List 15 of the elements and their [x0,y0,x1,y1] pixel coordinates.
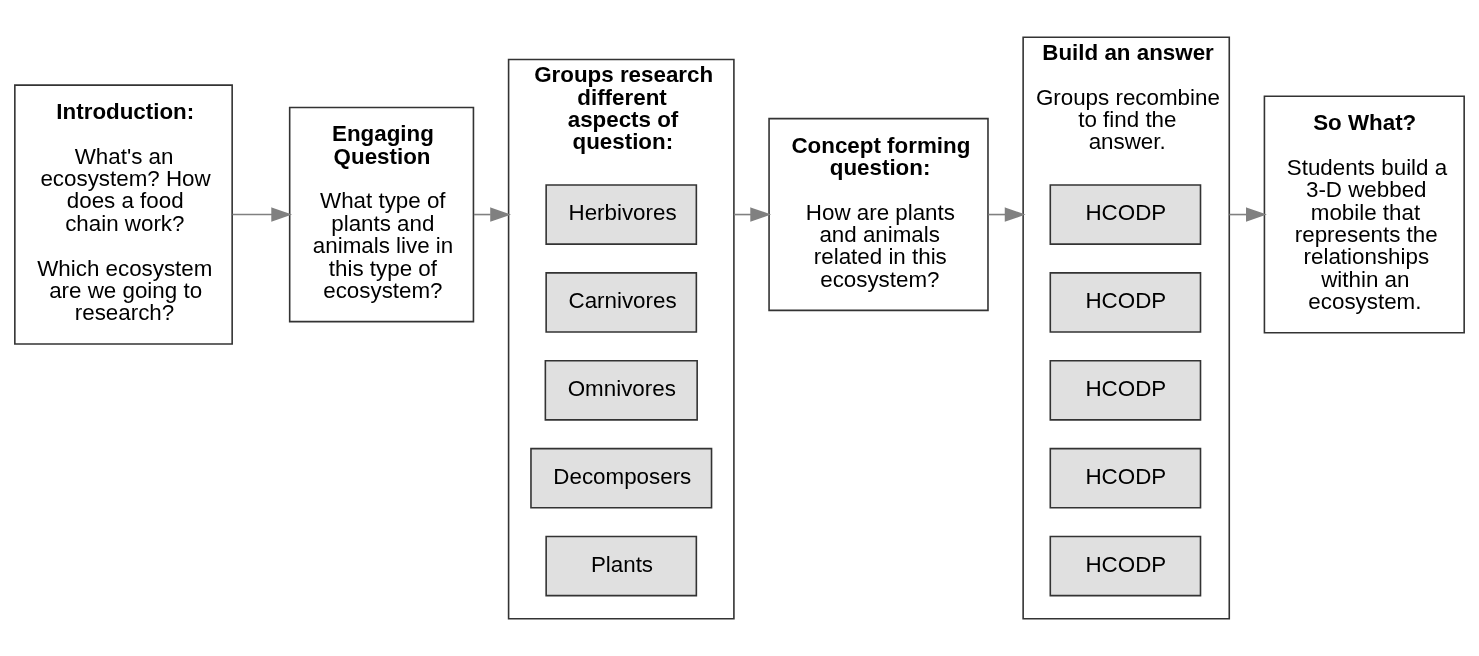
node-box: Omnivores [544,359,698,421]
node-box: So What? Students build a 3-D webbed mobile that represents the relationships within an ecosystem. [1263,95,1465,334]
node-box: Introduction: What's an ecosystem? How does a food chain work? Which ecosystem are we going to research? [14,84,233,345]
node-box: HCODP [1049,535,1202,597]
node-box: Decomposers [530,447,713,509]
node-box: HCODP [1049,359,1202,421]
node-box: HCODP [1049,184,1202,245]
node-box: Plants [545,535,698,597]
node-box: Herbivores [545,184,698,245]
arrow [231,207,293,222]
node-box: Carnivores [545,272,698,333]
node-box: HCODP [1049,447,1202,509]
node-box: Concept forming question: How are plants and animals related in this ecosystem? [768,117,989,312]
node-box: HCODP [1049,272,1202,333]
node-box: Engaging Question What type of plants and animals live in this type of ecosystem? [288,106,475,323]
